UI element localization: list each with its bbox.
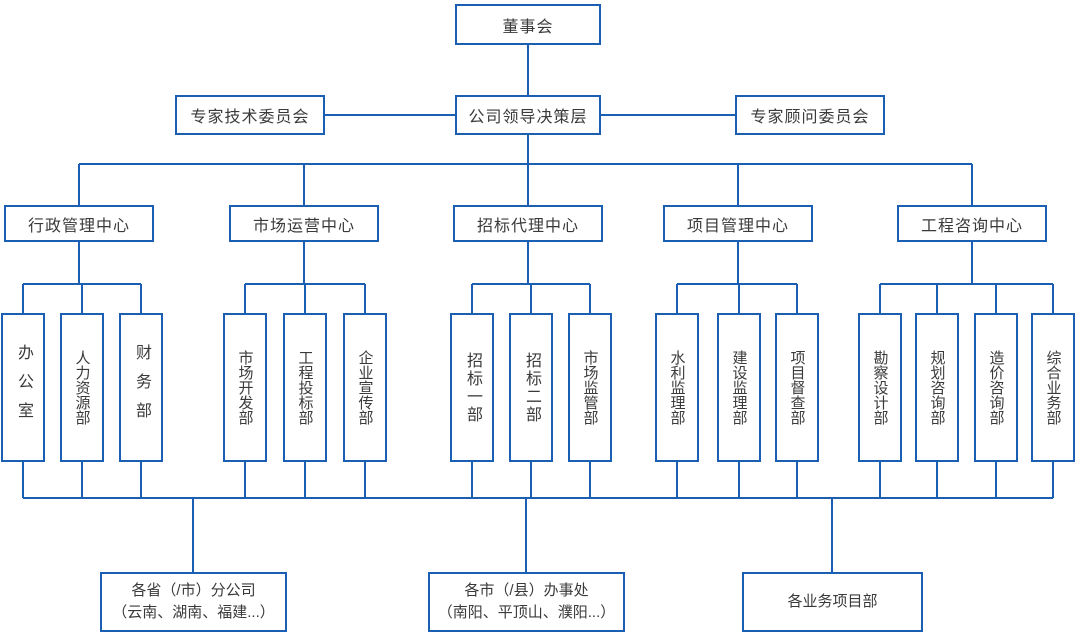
box-dept-water-supervision: 水利监理部 [655,313,699,462]
box-business-project-depts: 各业务项目部 [742,572,923,632]
box-center-market-ops: 市场运营中心 [229,205,379,242]
box-dept-market-supervision: 市场监管部 [568,313,612,462]
box-tech-committee: 专家技术委员会 [175,95,325,135]
box-dept-market-dev: 市场开发部 [223,313,267,462]
branch-companies-line2: （云南、湖南、福建...） [112,604,275,621]
box-dept-survey-design: 勘察设计部 [858,313,902,462]
box-dept-eng-bidding: 工程投标部 [283,313,327,462]
box-dept-bidding-1: 招标一部 [450,313,494,462]
box-center-bidding-agency: 招标代理中心 [453,205,603,242]
box-advisor-committee: 专家顾问委员会 [735,95,885,135]
box-center-eng-consulting: 工程咨询中心 [897,205,1047,242]
city-offices-line1: 各市（/县）办事处 [464,581,589,599]
box-city-offices: 各市（/县）办事处 （南阳、平顶山、濮阳...） [428,572,625,632]
box-branch-companies: 各省（/市）分公司 （云南、湖南、福建...） [100,572,287,632]
city-offices-line2: （南阳、平顶山、濮阳...） [437,604,616,621]
box-dept-cost-consulting: 造价咨询部 [974,313,1018,462]
box-center-project-mgmt: 项目管理中心 [663,205,813,242]
box-leadership: 公司领导决策层 [455,95,601,135]
box-dept-finance: 财务部 [119,313,163,462]
box-dept-project-inspection: 项目督查部 [775,313,819,462]
box-dept-bidding-2: 招标二部 [509,313,553,462]
box-dept-construction-supervision: 建设监理部 [717,313,761,462]
box-board: 董事会 [455,4,601,45]
business-project-depts-line1: 各业务项目部 [787,592,878,610]
box-dept-planning-consulting: 规划咨询部 [915,313,959,462]
box-dept-office: 办公室 [1,313,45,462]
box-dept-general-business: 综合业务部 [1031,313,1075,462]
box-dept-publicity: 企业宣传部 [343,313,387,462]
branch-companies-line1: 各省（/市）分公司 [131,581,256,599]
box-dept-hr: 人力资源部 [60,313,104,462]
box-center-admin: 行政管理中心 [4,205,154,242]
